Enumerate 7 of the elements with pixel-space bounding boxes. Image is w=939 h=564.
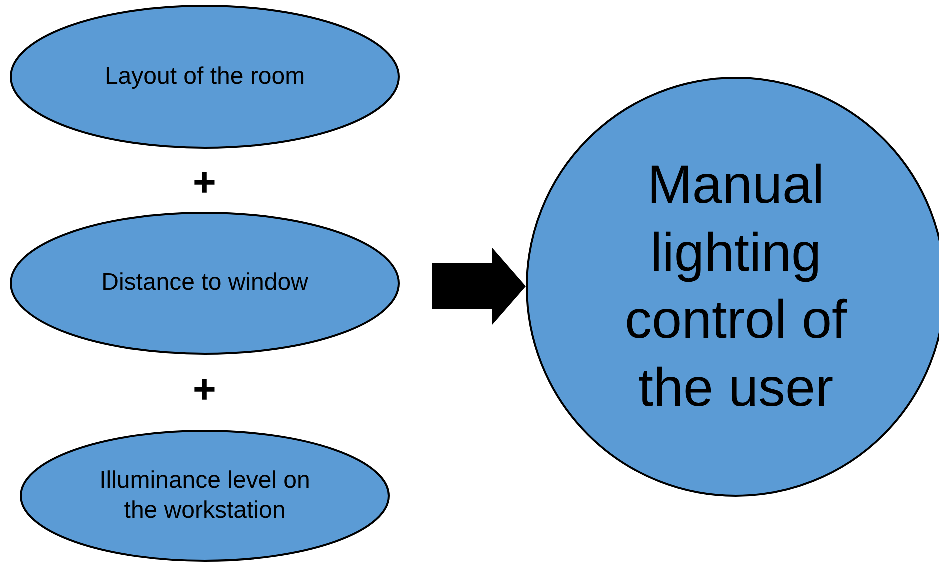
node-text: Manual lighting control of the user <box>624 154 848 420</box>
node-text: Illuminance level on the workstation <box>98 466 312 526</box>
block-arrow <box>432 248 526 326</box>
node-text: Layout of the room <box>104 62 306 92</box>
node-text: Distance to window <box>102 269 308 298</box>
plus-sign: + <box>193 370 216 410</box>
plus-sign: + <box>193 163 216 203</box>
